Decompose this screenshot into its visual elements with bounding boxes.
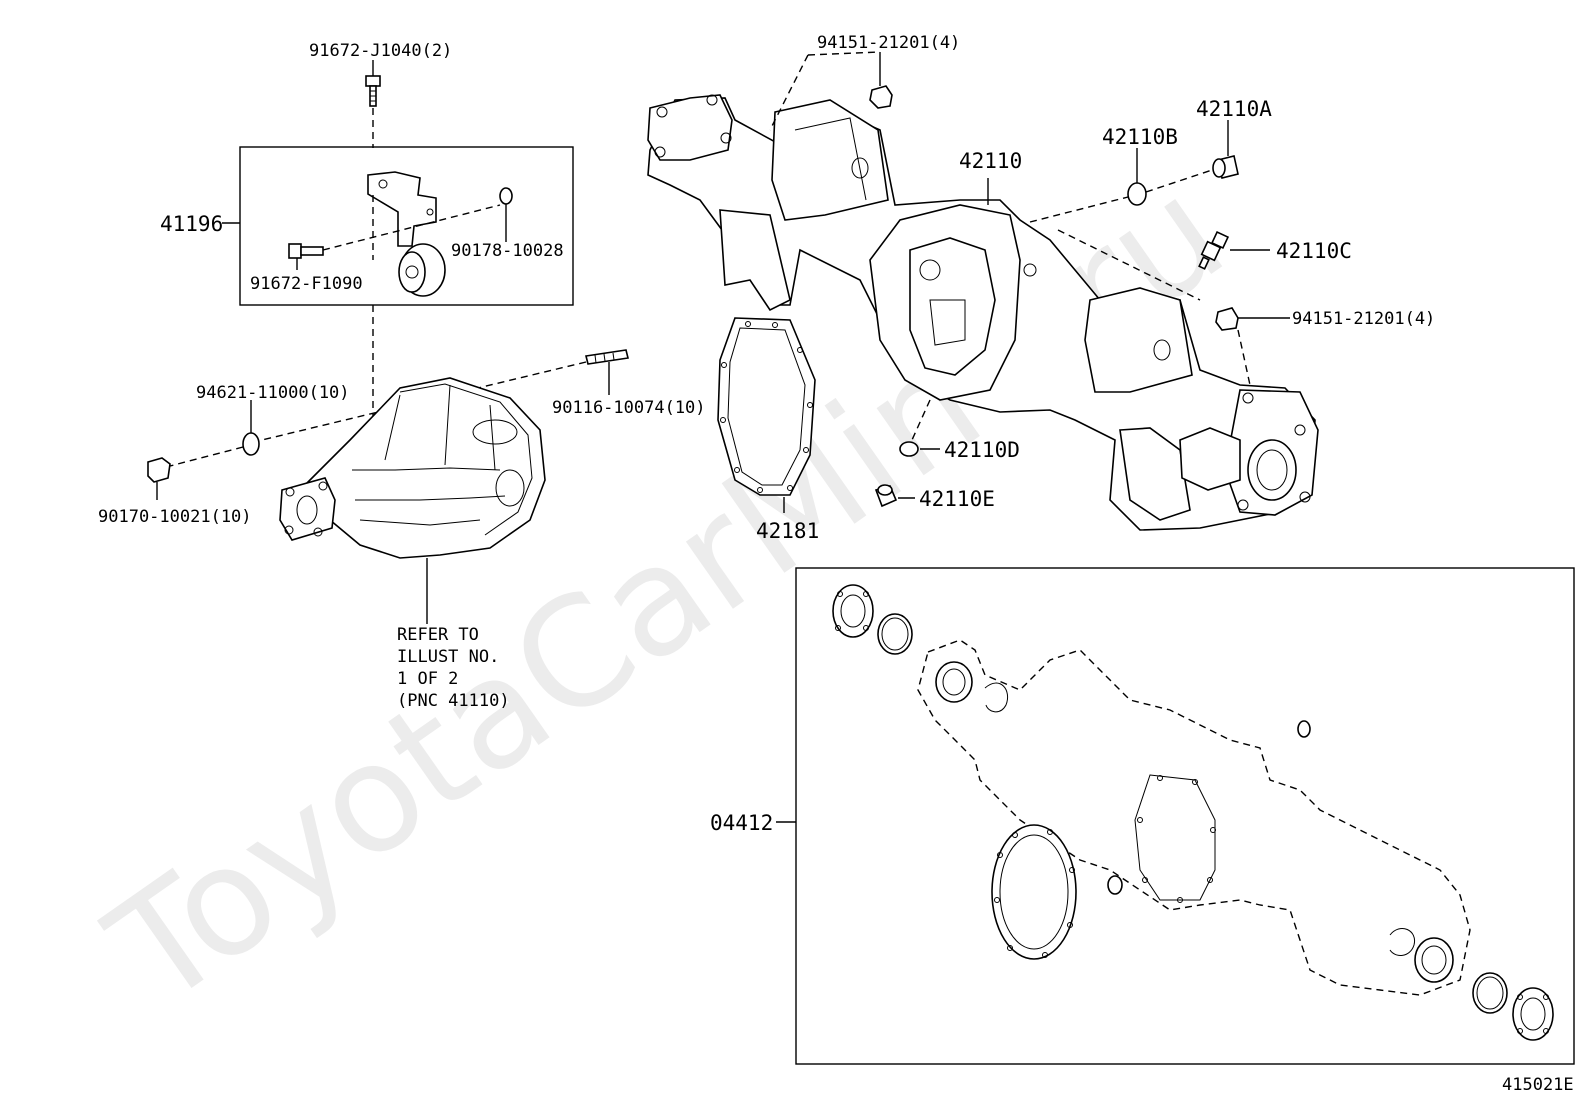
snap-ring-bottom-part	[1389, 927, 1416, 956]
bracket-part	[367, 171, 437, 247]
carrier-gasket-center-part	[1134, 774, 1216, 903]
oil-seal-bottom-part	[1414, 937, 1454, 983]
o-ring-top-part	[877, 613, 913, 655]
label-41196: 41196	[160, 212, 223, 236]
label-91672-f1090: 91672-F1090	[250, 274, 363, 294]
gasket-42181-part	[717, 317, 816, 496]
label-42110c: 42110C	[1276, 239, 1352, 263]
label-42110d: 42110D	[944, 438, 1020, 462]
housing-outline	[917, 639, 1471, 996]
flange-gasket-bottom-part	[1512, 987, 1554, 1041]
carrier-gasket-large-part	[991, 824, 1077, 960]
label-90170-10021: 90170-10021(10)	[98, 507, 252, 527]
label-94151-21201-top: 94151-21201(4)	[817, 33, 960, 53]
label-42110b: 42110B	[1102, 125, 1178, 149]
o-ring-bottom-part	[1472, 972, 1508, 1014]
differential-carrier-part	[279, 377, 546, 559]
refer-text-line2: ILLUST NO.	[397, 647, 499, 667]
plug-42110d-part	[899, 441, 919, 457]
label-91672-j1040: 91672-J1040(2)	[309, 41, 452, 61]
washer-90178-part	[499, 187, 513, 205]
washer-right-part	[1297, 720, 1311, 738]
label-94621-11000: 94621-11000(10)	[196, 383, 350, 403]
label-42181: 42181	[756, 519, 819, 543]
plug-42110a-part	[1212, 155, 1239, 179]
label-90178-10028: 90178-10028	[451, 241, 564, 261]
axle-housing-part	[647, 94, 1319, 531]
oil-seal-top-part	[935, 661, 973, 703]
flange-gasket-top-part	[832, 584, 874, 638]
nut-94151-right-part	[1215, 307, 1239, 331]
snap-ring-top-part	[984, 682, 1008, 713]
illustration-id: 415021E	[1502, 1075, 1574, 1095]
washer-42110b-part	[1127, 182, 1147, 206]
bushing-part	[398, 243, 446, 297]
washer-center-part	[1107, 875, 1123, 895]
breather-42110c-part	[1198, 230, 1230, 270]
label-94151-21201-right: 94151-21201(4)	[1292, 309, 1435, 329]
bolt-91672-f1090-part	[288, 243, 324, 259]
nut-94151-top-part	[869, 85, 893, 109]
bolt-91672-j1040-part	[365, 75, 381, 107]
nut-90170-part	[147, 457, 171, 483]
label-04412: 04412	[710, 811, 773, 835]
label-42110e: 42110E	[919, 487, 995, 511]
gasket-kit-04412-box	[795, 567, 1575, 1065]
label-90116-10074: 90116-10074(10)	[552, 398, 706, 418]
label-42110a: 42110A	[1196, 97, 1272, 121]
refer-text-line3: 1 OF 2	[397, 669, 458, 689]
assembly-41196-box	[239, 146, 574, 306]
refer-text-line1: REFER TO	[397, 625, 479, 645]
plug-42110e-part	[874, 484, 898, 508]
label-42110: 42110	[959, 149, 1022, 173]
stud-90116-part	[585, 349, 629, 365]
washer-94621-part	[242, 432, 260, 456]
refer-text-line4: (PNC 41110)	[397, 691, 510, 711]
